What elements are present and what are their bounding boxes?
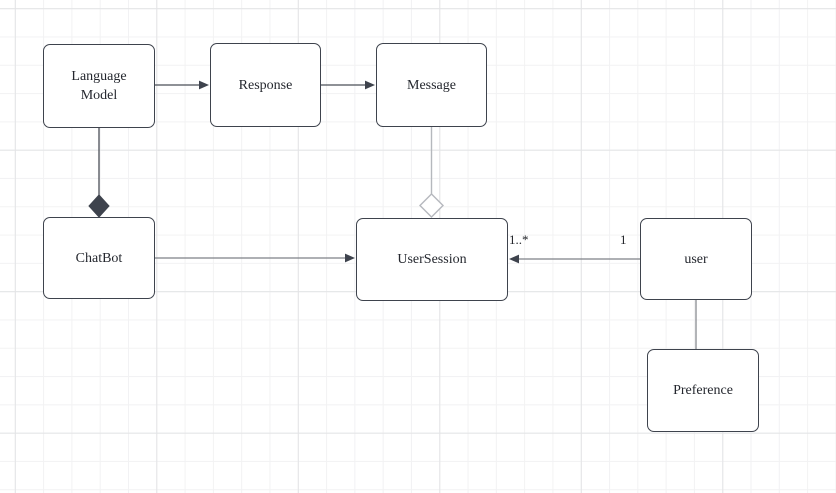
edge-user-usersession[interactable] xyxy=(509,254,640,264)
edge-response-message[interactable] xyxy=(321,80,375,90)
edge-languagemodel-chatbot-composition[interactable] xyxy=(88,128,110,218)
node-label: UserSession xyxy=(397,252,467,267)
edge-message-usersession-aggregation[interactable] xyxy=(419,127,444,218)
node-preference[interactable]: Preference xyxy=(647,349,759,432)
aggregation-diamond-icon xyxy=(419,193,444,218)
node-label: Response xyxy=(238,77,293,93)
node-label: Message xyxy=(407,77,456,93)
arrowhead-icon xyxy=(365,80,375,90)
node-usersession[interactable]: UserSession xyxy=(356,218,508,301)
arrowhead-icon xyxy=(509,254,519,264)
node-label: ChatBot xyxy=(75,250,123,266)
node-message[interactable]: Message xyxy=(376,43,487,127)
node-label: Preference xyxy=(673,383,733,398)
node-language-model[interactable]: Language Model xyxy=(43,44,155,128)
node-chatbot[interactable]: ChatBot xyxy=(43,217,155,299)
edge-chatbot-usersession[interactable] xyxy=(155,253,355,263)
node-label: Language Model xyxy=(71,69,127,103)
multiplicity-label-user: 1 xyxy=(620,232,627,247)
multiplicity-label-usersession: 1..* xyxy=(509,232,529,247)
node-label: user xyxy=(684,251,708,267)
node-response[interactable]: Response xyxy=(210,43,321,127)
arrowhead-icon xyxy=(199,80,209,90)
edge-languagemodel-response[interactable] xyxy=(155,80,209,90)
composition-diamond-icon xyxy=(88,194,110,218)
arrowhead-icon xyxy=(345,253,355,263)
node-user[interactable]: user xyxy=(640,218,752,300)
